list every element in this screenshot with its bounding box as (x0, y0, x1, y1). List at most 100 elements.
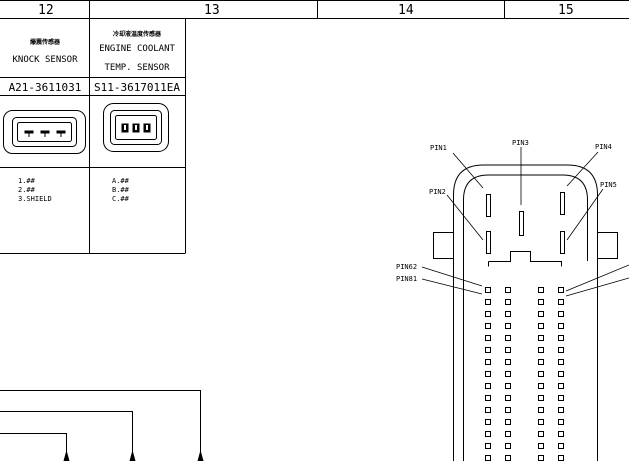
ecu-pin-cell (485, 323, 491, 329)
coolant-sensor-part-number: S11-3617011EA (94, 81, 180, 94)
ecu-pin-cell (538, 455, 544, 461)
ecu-pin-cell (505, 335, 511, 341)
ecu-pin-cell (558, 371, 564, 377)
coolant-sensor-pin-c: C.## (112, 195, 130, 203)
coolant-sensor-terminals (121, 123, 151, 133)
ecu-pin-cell (558, 443, 564, 449)
coolant-terminal-slot-2 (135, 125, 137, 130)
ecu-pin-cell (485, 347, 491, 353)
leader-pin81 (421, 278, 483, 295)
ecu-pin-cell (558, 311, 564, 317)
ecu-pin-label-pin62: PIN62 (396, 263, 417, 271)
ecu-pin-cell (485, 455, 491, 461)
ecu-pin-cell (538, 335, 544, 341)
ecu-pin-2-slot (486, 231, 491, 254)
coolant-sensor-pin-b: B.## (112, 186, 130, 194)
ecu-pin-cell (485, 335, 491, 341)
ecu-pin-4-slot (560, 192, 565, 215)
knock-terminal-2 (40, 130, 50, 134)
leader-right-top (565, 264, 629, 292)
ecu-pin-cell (538, 407, 544, 413)
wire-1 (0, 390, 201, 455)
ecu-pin-cell (485, 431, 491, 437)
ecu-pin-cell (505, 395, 511, 401)
ecu-pin-grid (485, 287, 564, 461)
ecu-pin-cell (538, 299, 544, 305)
ecu-right-latch (597, 232, 618, 259)
ecu-pin-cell (485, 443, 491, 449)
ecu-pin-cell (505, 359, 511, 365)
zone-number-15: 15 (558, 3, 574, 18)
ecu-pin-cell (505, 443, 511, 449)
ecu-pin-cell (505, 287, 511, 293)
leader-pin4 (566, 151, 599, 187)
leader-pin2 (446, 194, 484, 241)
ecu-pin-cell (538, 395, 544, 401)
ecu-pin-cell (485, 395, 491, 401)
ecu-pin-cell (558, 383, 564, 389)
ecu-pin-cell (558, 323, 564, 329)
knock-sensor-chinese-name: 爆震传感器 (30, 38, 61, 46)
ecu-pin-cell (505, 407, 511, 413)
leader-right-bottom (565, 277, 629, 297)
ecu-pin-cell (485, 287, 491, 293)
ecu-connector: PIN1 PIN3 PIN4 PIN2 PIN5 PIN62 PIN81 (396, 139, 629, 461)
ecu-pin-cell (558, 395, 564, 401)
ecu-pin-label-pin2: PIN2 (429, 188, 446, 196)
ecu-pin-cell (558, 299, 564, 305)
knock-terminal-1 (24, 130, 34, 134)
ecu-pin-cell (485, 419, 491, 425)
ecu-pin-label-pin3: PIN3 (512, 139, 529, 147)
knock-sensor-pin-2: 2.## (18, 186, 36, 194)
ecu-pin-3-slot (519, 211, 524, 236)
zone-number-14: 14 (398, 3, 414, 18)
ecu-pin-cell (505, 371, 511, 377)
knock-sensor-name: KNOCK SENSOR (12, 55, 78, 65)
coolant-terminal-slot-3 (146, 125, 148, 130)
leader-pin1 (452, 152, 484, 189)
ecu-pin-cell (538, 419, 544, 425)
ecu-pin-cell (538, 359, 544, 365)
ecu-pin-cell (538, 431, 544, 437)
ecu-pin-label-pin81: PIN81 (396, 275, 417, 283)
ecu-pin-label-pin5: PIN5 (600, 181, 617, 189)
wiring-harness (0, 390, 204, 461)
ecu-pin-label-pin4: PIN4 (595, 143, 612, 151)
knock-sensor-pin-3: 3.SHIELD (18, 195, 52, 203)
ecu-left-latch (433, 232, 454, 259)
ecu-pin-cell (558, 359, 564, 365)
ecu-connector-housing (453, 164, 598, 461)
ecu-pin-label-pin1: PIN1 (430, 144, 447, 152)
knock-sensor-part-number: A21-3611031 (9, 81, 82, 94)
ecu-pin-1-slot (486, 194, 491, 217)
coolant-sensor-chinese-name: 冷却液温度传感器 (113, 30, 162, 38)
ecu-pin-cell (558, 407, 564, 413)
ecu-pin-cell (485, 359, 491, 365)
coolant-sensor-connector-graphic (103, 103, 169, 152)
ecu-pin-cell (538, 443, 544, 449)
ecu-pin-cell (558, 431, 564, 437)
connector-table: 爆震传感器 KNOCK SENSOR A21-3611031 1.## 2.##… (0, 18, 186, 254)
ecu-pin-cell (558, 287, 564, 293)
ecu-pin-cell (505, 419, 511, 425)
leader-pin62 (421, 266, 483, 287)
ecu-pin-cell (558, 335, 564, 341)
ecu-pin-cell (538, 311, 544, 317)
ecu-pin-cell (558, 419, 564, 425)
knock-sensor-pin-1: 1.## (18, 177, 36, 185)
ecu-pin-cell (505, 455, 511, 461)
ecu-pin-cell (558, 455, 564, 461)
zone-number-12: 12 (38, 3, 54, 18)
ecu-pin-cell (538, 287, 544, 293)
ecu-key-bar (488, 251, 562, 267)
ecu-pin-cell (505, 311, 511, 317)
ecu-pin-cell (485, 311, 491, 317)
ecu-pin-cell (485, 383, 491, 389)
wire-2 (0, 411, 133, 455)
knock-terminal-3 (56, 130, 66, 134)
ecu-pin-5-slot (560, 231, 565, 254)
coolant-sensor-name-line-2: TEMP. SENSOR (104, 63, 170, 73)
ecu-pin-cell (558, 347, 564, 353)
ecu-pin-cell (538, 323, 544, 329)
